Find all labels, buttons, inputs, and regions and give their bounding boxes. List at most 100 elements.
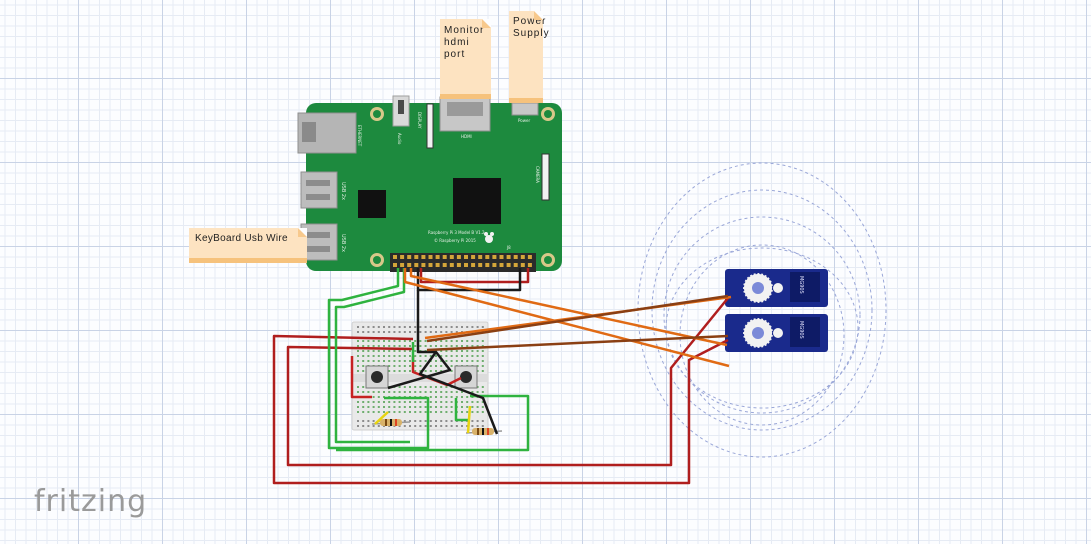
breadboard-hole: [372, 326, 375, 328]
breadboard-hole: [403, 425, 406, 427]
breadboard-hole: [357, 331, 359, 333]
breadboard-hole: [461, 350, 463, 352]
fritzing-logo: fritzing: [34, 484, 148, 519]
wire-red-servo-2[interactable]: [286, 297, 729, 467]
breadboard-hole: [419, 340, 422, 342]
breadboard-hole: [471, 350, 474, 352]
breadboard-hole: [372, 391, 375, 393]
breadboard-hole: [461, 355, 463, 357]
gpio-pin: [499, 263, 504, 267]
wire-green-1[interactable]: [327, 268, 430, 450]
resistor-1[interactable]: [371, 419, 411, 426]
gpio-pin: [393, 255, 397, 259]
breadboard-hole: [455, 340, 458, 342]
breadboard-hole: [440, 370, 443, 372]
servo-motor-2[interactable]: MG90S: [725, 314, 828, 352]
usb-port-lower: [300, 223, 338, 261]
breadboard-hole: [372, 355, 375, 357]
breadboard-hole: [372, 406, 375, 408]
gpio-pin: [456, 263, 461, 267]
breadboard-hole: [403, 331, 406, 333]
breadboard-hole: [362, 331, 365, 333]
wire-brown-1[interactable]: [426, 294, 729, 343]
gpio-header[interactable]: [390, 253, 536, 272]
monitor-note-text: Monitor hdmi port: [444, 25, 485, 60]
breadboard-hole: [476, 350, 479, 352]
push-button-1[interactable]: [365, 365, 389, 389]
power-supply-note[interactable]: Power Supply: [509, 11, 549, 103]
breadboard-hole: [388, 355, 391, 357]
wire-green-3[interactable]: [336, 394, 530, 452]
wire-green-2[interactable]: [334, 268, 410, 444]
gpio-label: J8: [506, 245, 511, 250]
wire-red-bb-1[interactable]: [350, 356, 372, 399]
wire-red-gpio[interactable]: [419, 268, 530, 284]
breadboard-hole: [357, 420, 359, 422]
breadboard-hole: [435, 326, 437, 328]
breadboard-hole: [455, 355, 458, 357]
breadboard-hole: [429, 345, 432, 347]
breadboard-hole: [409, 401, 411, 403]
breadboard-hole: [424, 331, 427, 333]
wire-green-5[interactable]: [454, 398, 470, 422]
breadboard-hole: [476, 386, 479, 388]
breadboard-hole: [481, 386, 484, 388]
breadboard-hole: [357, 386, 359, 388]
breadboard-hole: [429, 425, 432, 427]
breadboard-hole: [414, 370, 417, 372]
wire-red-servo-1[interactable]: [272, 334, 729, 485]
wire-yellow-2[interactable]: [466, 405, 472, 434]
breadboard-hole: [403, 370, 406, 372]
push-button-2[interactable]: [454, 365, 478, 389]
breadboard-hole: [393, 401, 396, 403]
keyboard-usb-note[interactable]: KeyBoard Usb Wire: [189, 228, 307, 263]
breadboard-hole: [414, 340, 417, 342]
breadboard-hole: [440, 360, 443, 362]
breadboard-hole: [409, 326, 411, 328]
breadboard-hole: [393, 411, 396, 413]
breadboard-hole: [466, 345, 469, 347]
breadboard-hole: [414, 386, 417, 388]
breadboard-hole: [424, 360, 427, 362]
breadboard-hole: [414, 406, 417, 408]
wire-orange-1[interactable]: [403, 268, 730, 368]
breadboard-hole: [440, 420, 443, 422]
wire-brown-2[interactable]: [426, 334, 729, 352]
breadboard-hole: [481, 326, 484, 328]
servo-motor-1[interactable]: MG90S: [725, 269, 828, 307]
breadboard-hole: [398, 355, 401, 357]
raspberry-pi-board[interactable]: ETHERNET USB 2x USB 2x Audio HDMI Power …: [297, 95, 562, 272]
breadboard-hole: [393, 370, 396, 372]
wire-black-gpio[interactable]: [416, 268, 522, 292]
breadboard-hole: [398, 365, 401, 367]
wire-black-bb-2[interactable]: [418, 351, 499, 435]
gpio-pin: [513, 263, 518, 267]
gpio-pin: [428, 263, 433, 267]
breadboard-hole: [398, 326, 401, 328]
breadboard-hole: [435, 386, 437, 388]
breadboard-hole: [466, 401, 469, 403]
gpio-pin: [464, 263, 468, 267]
breadboard-hole: [481, 406, 484, 408]
breadboard-hole: [476, 406, 479, 408]
breadboard-hole: [419, 406, 422, 408]
breadboard-hole: [357, 365, 359, 367]
breadboard-hole: [476, 345, 479, 347]
breadboard-hole: [362, 360, 365, 362]
breadboard-hole: [377, 340, 380, 342]
breadboard-hole: [414, 331, 417, 333]
breadboard-hole: [372, 396, 375, 398]
breadboard-hole: [377, 360, 380, 362]
gpio-pin: [527, 255, 532, 259]
breadboard-hole: [367, 355, 370, 357]
breadboard-hole: [398, 401, 401, 403]
wire-yellow-1[interactable]: [374, 411, 389, 425]
breadboard-hole: [445, 391, 448, 393]
breadboard-hole: [409, 345, 411, 347]
breadboard-hole: [367, 391, 370, 393]
breadboard-hole: [367, 340, 370, 342]
wire-orange-2[interactable]: [409, 268, 728, 347]
breadboard-hole: [440, 326, 443, 328]
hdmi-label: HDMI: [461, 134, 472, 139]
monitor-hdmi-note[interactable]: Monitor hdmi port: [440, 19, 491, 99]
